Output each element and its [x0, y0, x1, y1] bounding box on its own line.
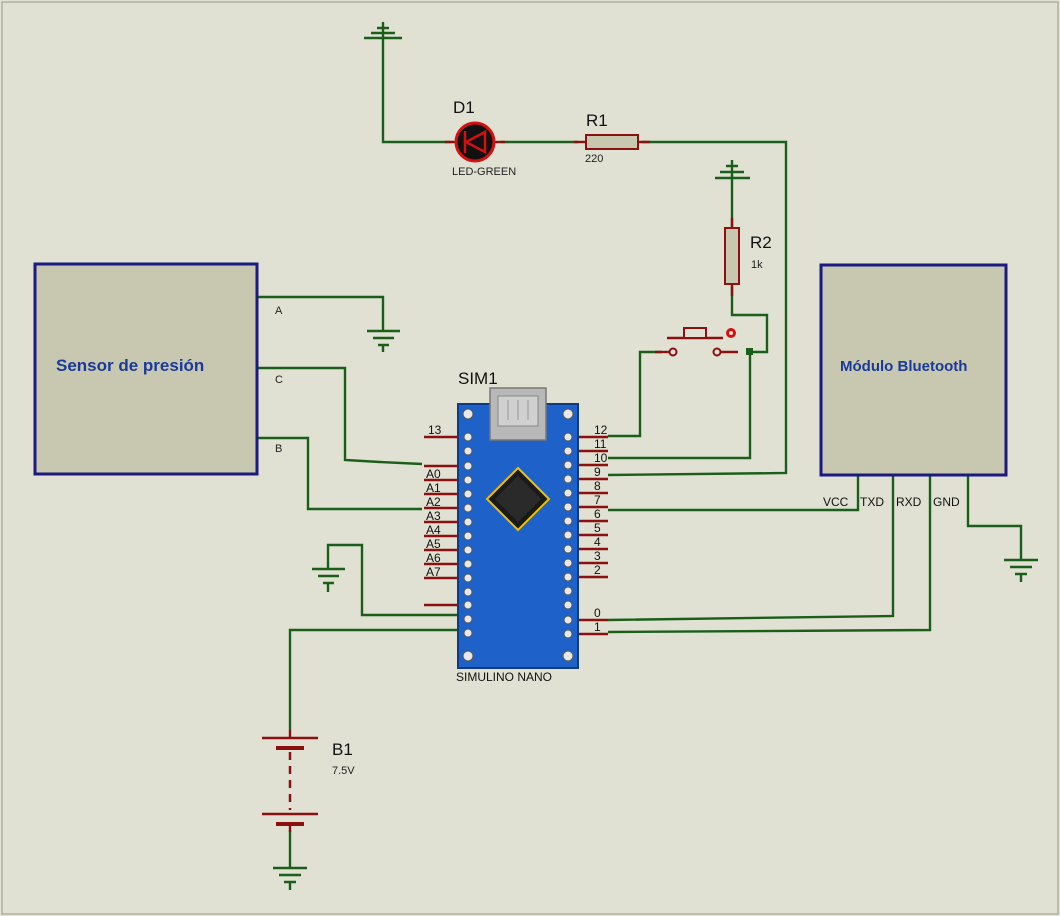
arduino-nano[interactable]: 13 A0 A1 A2 A3 A4 A5 A6 A7 12 11 10 9 8 …: [424, 369, 608, 684]
nano-pin-12: 12: [594, 423, 608, 437]
nano-pin-9: 9: [594, 465, 601, 479]
nano-pin-a6: A6: [426, 551, 441, 565]
led-d1[interactable]: D1 LED-GREEN: [445, 98, 516, 178]
ground-sensor-icon: [367, 329, 400, 352]
push-button[interactable]: [655, 327, 738, 357]
nano-pin-7: 7: [594, 493, 601, 507]
nano-pin-13: 13: [428, 423, 442, 437]
ground-battery-icon: [273, 866, 307, 890]
led-value-label: LED-GREEN: [452, 166, 516, 178]
diode-arrow-icon: [463, 129, 487, 155]
resistor-body-icon: [724, 227, 740, 285]
led-ref-label: D1: [453, 98, 475, 117]
nano-pin-10: 10: [594, 451, 608, 465]
nano-pin-5: 5: [594, 521, 601, 535]
resistor-r2[interactable]: R2 1k: [724, 218, 772, 296]
nano-pin-6: 6: [594, 507, 601, 521]
wires: [258, 38, 1023, 868]
battery-ref-label: B1: [332, 740, 353, 759]
nano-board-holes: [463, 432, 573, 639]
nano-pin-a5: A5: [426, 537, 441, 551]
pressure-sensor[interactable]: Sensor de presión A C B: [33, 262, 283, 476]
r2-ref-label: R2: [750, 233, 772, 252]
nano-pin-4: 4: [594, 535, 601, 549]
sensor-pin-c: C: [275, 374, 283, 386]
nano-pin-3: 3: [594, 549, 601, 563]
sensor-label: Sensor de presión: [56, 356, 204, 375]
nano-value-label: SIMULINO NANO: [456, 670, 552, 684]
nano-pin-0: 0: [594, 606, 601, 620]
nano-pin-1: 1: [594, 620, 601, 634]
sensor-pin-b: B: [275, 443, 282, 455]
battery-b1[interactable]: B1 7.5V: [262, 730, 355, 832]
nano-left-pins: [424, 435, 458, 607]
resistor-r1[interactable]: R1 220: [574, 111, 650, 165]
ground-bluetooth-icon: [1004, 558, 1038, 582]
ground-r2-icon: [715, 160, 750, 180]
bt-pin-vcc: VCC: [823, 495, 849, 509]
resistor-body-icon: [585, 134, 639, 150]
r1-ref-label: R1: [586, 111, 608, 130]
bt-pin-txd: TXD: [860, 495, 884, 509]
nano-right-pins: [578, 435, 608, 636]
bluetooth-module[interactable]: Módulo Bluetooth VCC TXD RXD GND: [819, 263, 1008, 509]
r1-value-label: 220: [585, 153, 603, 165]
bt-pin-gnd: GND: [933, 495, 960, 509]
bluetooth-label: Módulo Bluetooth: [840, 358, 967, 375]
microcontroller-chip-icon: [485, 466, 551, 532]
led-body-icon: [454, 121, 496, 163]
nano-pin-a4: A4: [426, 523, 441, 537]
nano-pin-a2: A2: [426, 495, 441, 509]
nano-pin-a0: A0: [426, 467, 441, 481]
nano-pin-a3: A3: [426, 509, 441, 523]
nano-pin-2: 2: [594, 563, 601, 577]
bt-pin-rxd: RXD: [896, 495, 922, 509]
bluetooth-body: [819, 263, 1008, 477]
sensor-body: [33, 262, 259, 476]
ground-top-icon: [364, 22, 402, 40]
battery-value-label: 7.5V: [332, 765, 355, 777]
usb-connector-icon: [489, 387, 547, 441]
r2-value-label: 1k: [751, 259, 763, 271]
nano-ref-label: SIM1: [458, 369, 498, 388]
nano-pin-11: 11: [594, 437, 607, 451]
nano-pin-a7: A7: [426, 565, 441, 579]
ground-left-icon: [312, 567, 345, 592]
sensor-pin-a: A: [275, 305, 283, 317]
nano-board-body: [457, 403, 579, 669]
nano-pin-a1: A1: [426, 481, 441, 495]
nano-pin-8: 8: [594, 479, 601, 493]
